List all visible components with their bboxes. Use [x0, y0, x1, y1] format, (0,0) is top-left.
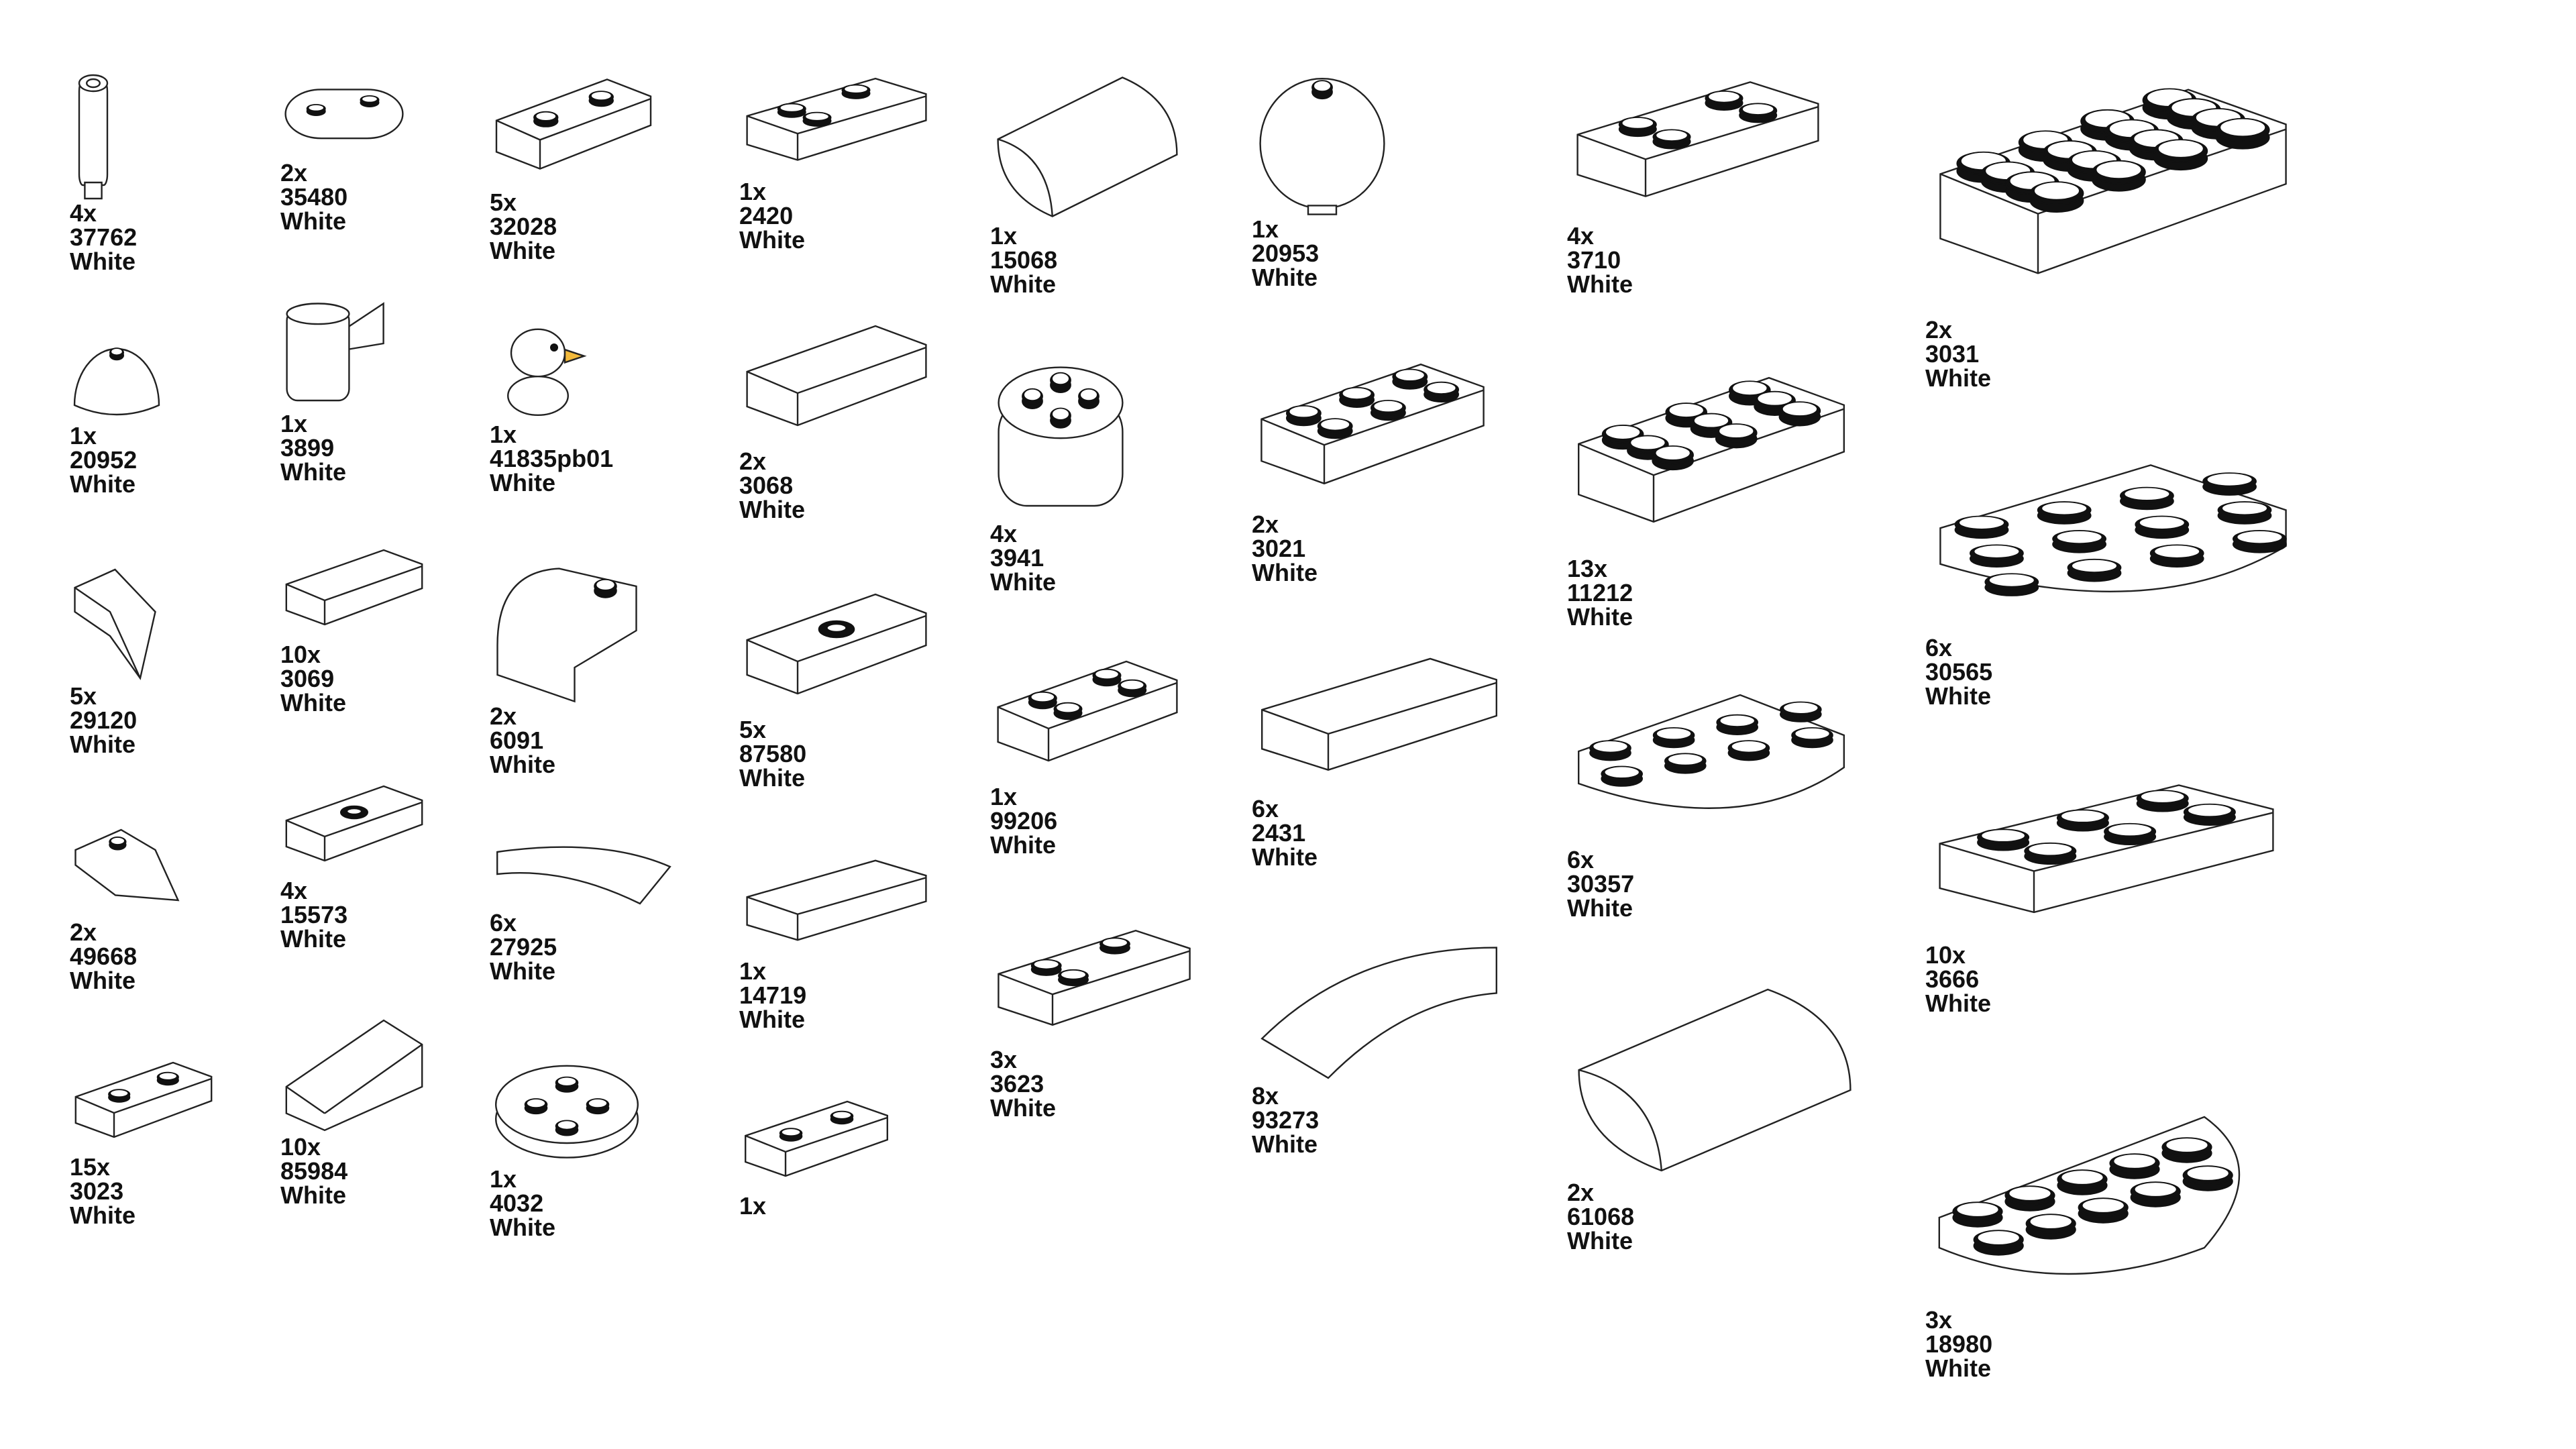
part-15573-drawing [280, 778, 428, 879]
part-14719-drawing [739, 852, 934, 959]
part-2420-drawing [739, 70, 934, 180]
part-61068-drawing [1567, 979, 1862, 1181]
part-32028-drawing [490, 70, 657, 191]
part-2431-drawing [1252, 647, 1507, 797]
part-20953-drawing [1252, 70, 1393, 217]
part-11212-drawing [1567, 362, 1856, 557]
part-49668-drawing [70, 820, 184, 920]
part-3666-drawing [1925, 771, 2288, 943]
part-6091-drawing [490, 557, 644, 704]
part-3941-drawing [990, 361, 1131, 522]
part-3069-drawing [280, 542, 428, 643]
part-3031-drawing [1925, 70, 2301, 318]
part-87580-drawing [739, 584, 934, 718]
part-35480-drawing [280, 74, 408, 161]
part-20952-drawing [70, 330, 164, 424]
part-plate-with-bar-drawing [739, 1093, 894, 1194]
part-3023-drawing [70, 1055, 217, 1155]
part-99206-drawing [990, 651, 1185, 785]
part-30565-drawing [1925, 456, 2301, 636]
part-29120-drawing [70, 564, 170, 684]
part-37762-drawing [70, 70, 117, 204]
part-3899-drawing [280, 298, 388, 412]
part-85984-drawing [280, 1014, 428, 1135]
part-3021-drawing [1252, 352, 1493, 513]
part-30357-drawing [1567, 687, 1856, 848]
part-3710-drawing [1567, 70, 1829, 224]
part-plate-with-bar: 1x [739, 1093, 894, 1218]
part-18980-drawing [1925, 1107, 2274, 1308]
part-41835pb01-drawing [490, 315, 597, 423]
part-4032-drawing [490, 1046, 644, 1167]
part-15068-drawing [990, 70, 1185, 224]
part-27925-drawing [490, 837, 678, 911]
part-3068-drawing [739, 315, 934, 449]
part-3623-drawing [990, 920, 1198, 1048]
part-93273-drawing [1252, 932, 1507, 1084]
